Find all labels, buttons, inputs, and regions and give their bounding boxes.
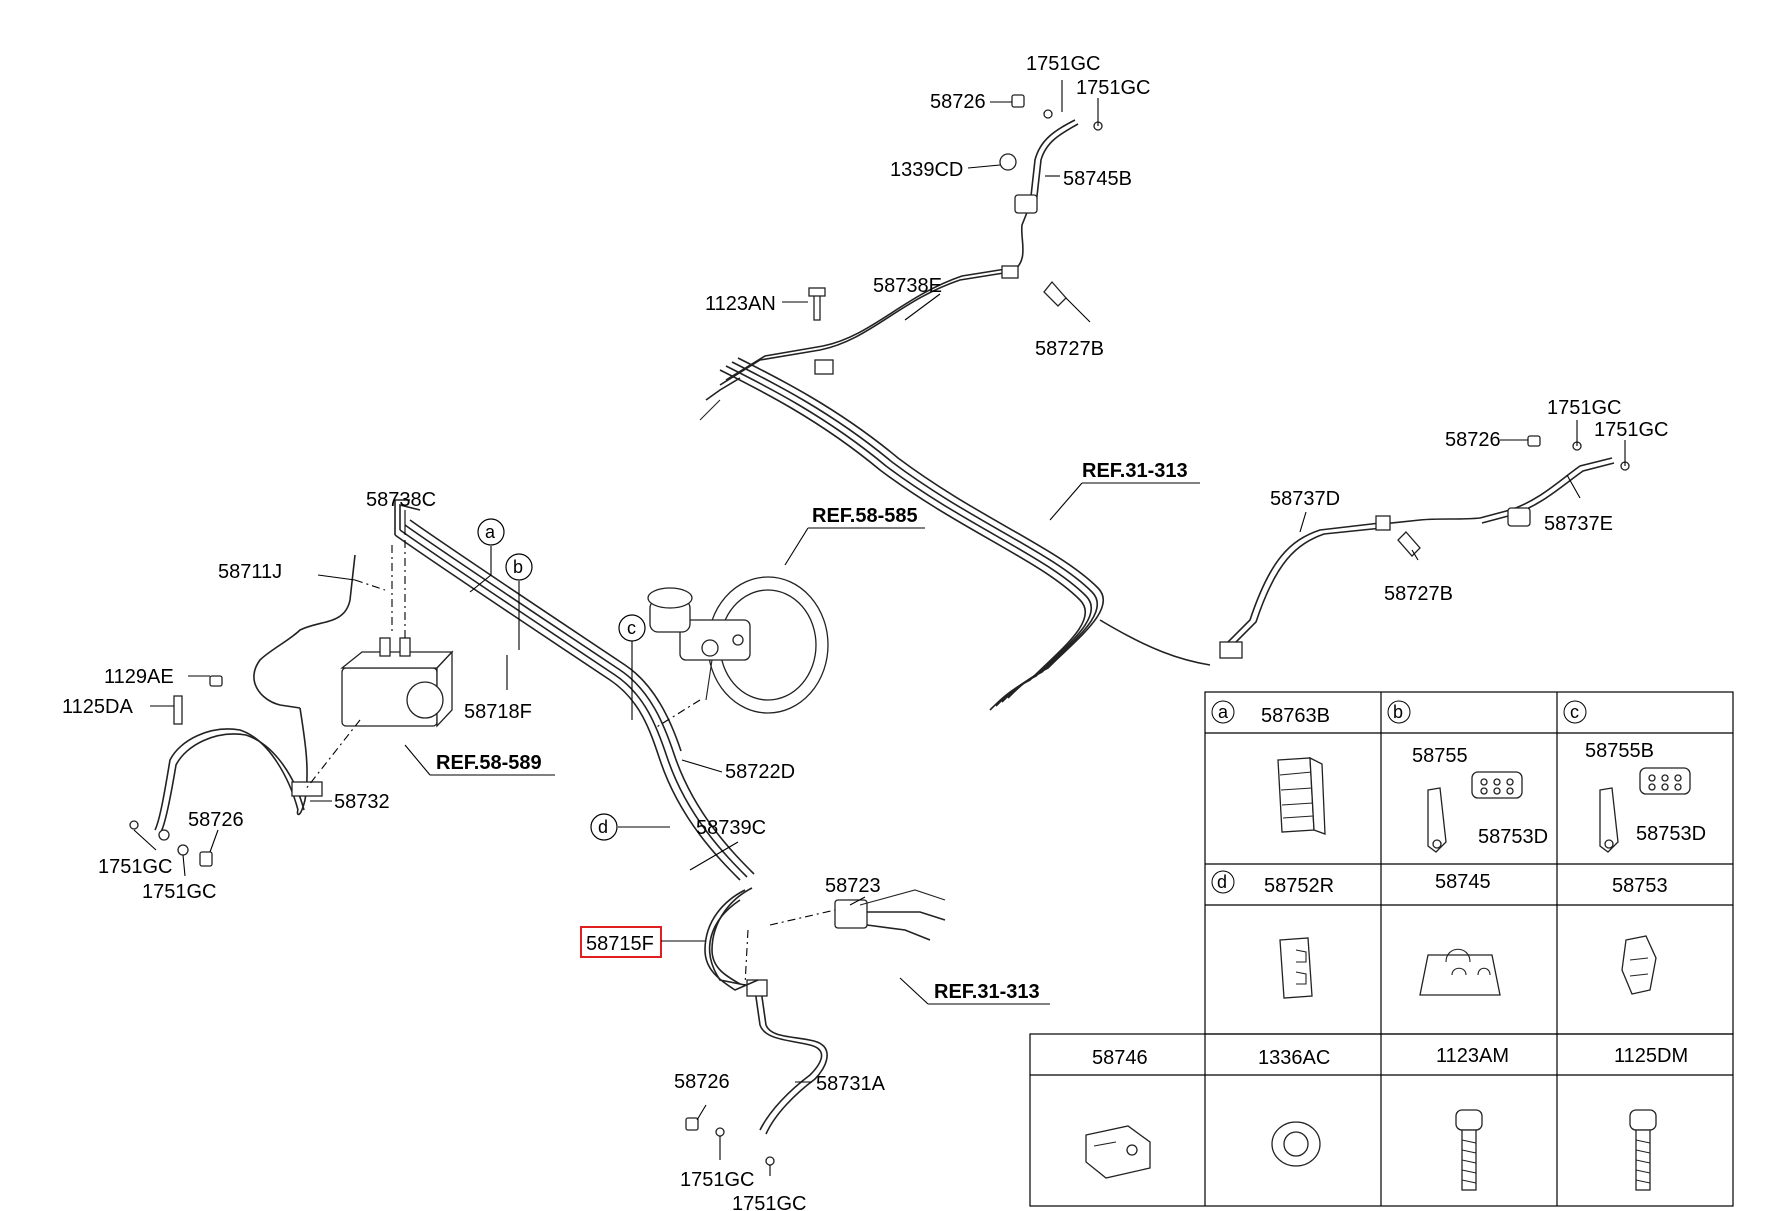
callout-58726-right: 58726 <box>1445 429 1501 451</box>
table-sub-58755: 58755 <box>1412 745 1468 767</box>
table-code-1125dm: 1125DM <box>1614 1045 1688 1067</box>
table-marker-a: a <box>1218 702 1229 722</box>
callout-1751gc-l1: 1751GC <box>98 856 173 878</box>
callout-1751gc-t2: 1751GC <box>1076 77 1151 99</box>
marker-d: d <box>598 817 608 837</box>
callout-58738e: 58738E <box>873 275 942 297</box>
pipe-58715f-loop <box>704 887 759 991</box>
table-marker-c: c <box>1570 702 1579 722</box>
clip-58753-icon <box>1621 935 1657 995</box>
table-code-58752r: 58752R <box>1264 875 1334 897</box>
callout-58722d: 58722D <box>725 761 795 783</box>
callout-58718f: 58718F <box>464 701 532 723</box>
circle-markers: a b c d <box>477 518 646 841</box>
table-code-1123am: 1123AM <box>1436 1045 1509 1067</box>
marker-leaders <box>469 546 670 828</box>
clip-58763b-icon <box>1277 756 1326 835</box>
callout-58745b: 58745B <box>1063 168 1132 190</box>
callout-58737e: 58737E <box>1544 513 1613 535</box>
callout-1123an: 1123AN <box>705 293 776 315</box>
bolt-1123am-icon <box>1455 1109 1483 1191</box>
callout-1751gc-b1: 1751GC <box>680 1169 755 1191</box>
clip-58746-icon <box>1085 1125 1151 1179</box>
dashed-leaders <box>304 540 836 986</box>
callout-1751gc-r1: 1751GC <box>1547 397 1622 419</box>
ref-31-313-top: REF.31-313 <box>1082 460 1188 482</box>
clip-58752r-icon <box>1279 937 1313 999</box>
callout-1129ae: 1129AE <box>104 666 174 688</box>
abs-module <box>340 637 454 728</box>
clip-58753d-c-icon <box>1639 767 1691 795</box>
hose-front-left <box>154 554 356 833</box>
callout-labels: 58726 1751GC 1751GC 1339CD 58745B 1123AN… <box>62 53 1669 1211</box>
nut-1336ac-icon <box>1271 1121 1321 1167</box>
brake-booster <box>647 576 829 714</box>
callout-58727b-right: 58727B <box>1384 583 1453 605</box>
table-code-58753: 58753 <box>1612 875 1668 897</box>
callout-58739c: 58739C <box>696 817 766 839</box>
callout-1751gc-l2: 1751GC <box>142 881 217 903</box>
callout-58727b-top: 58727B <box>1035 338 1104 360</box>
ref-58-589: REF.58-589 <box>436 752 542 774</box>
table-marker-b: b <box>1393 702 1403 722</box>
callout-1751gc-r2: 1751GC <box>1594 419 1669 441</box>
bracket-58755b-icon <box>1599 787 1619 853</box>
parts-table: a 58763B b c 58755 58753D 58755B 58753D <box>1029 691 1734 1207</box>
callout-58737d: 58737D <box>1270 488 1340 510</box>
table-marker-d: d <box>1217 872 1227 892</box>
callout-58715f: 58715F <box>586 933 654 955</box>
callout-58731a: 58731A <box>816 1073 886 1095</box>
connector-58723 <box>834 889 946 941</box>
callout-58726-top: 58726 <box>930 91 986 113</box>
table-code-58746: 58746 <box>1092 1047 1148 1069</box>
callout-1339cd: 1339CD <box>890 159 963 181</box>
callout-58738c: 58738C <box>366 489 436 511</box>
marker-b: b <box>513 557 523 577</box>
bracket-58755-icon <box>1427 787 1447 853</box>
callout-58711j: 58711J <box>218 561 282 583</box>
callout-58726-bottom: 58726 <box>674 1071 730 1093</box>
hose-rear-left <box>708 899 828 1135</box>
table-code-1336ac: 1336AC <box>1258 1047 1330 1069</box>
clip-58745-icon <box>1419 948 1501 996</box>
callout-58723: 58723 <box>825 875 881 897</box>
highlight-box-58715f <box>580 926 662 958</box>
pipe-bundle-rear <box>719 357 1211 711</box>
label-leaders <box>133 80 1626 1176</box>
fasteners <box>129 94 1630 1166</box>
callout-58726-left: 58726 <box>188 809 244 831</box>
hose-front-right <box>699 119 1079 421</box>
ref-58-585: REF.58-585 <box>812 505 918 527</box>
table-sub-58755b: 58755B <box>1585 740 1654 762</box>
ref-arrows <box>404 482 1200 1005</box>
table-sub-58753d-c: 58753D <box>1636 823 1706 845</box>
hose-rear-right <box>1219 457 1615 659</box>
clip-58753d-icon <box>1471 771 1523 799</box>
callout-58732: 58732 <box>334 791 390 813</box>
ref-labels: REF.31-313 REF.58-585 REF.58-589 REF.31-… <box>436 460 1188 1003</box>
table-code-58745: 58745 <box>1435 871 1491 893</box>
marker-c: c <box>627 618 636 638</box>
callout-1751gc-b2: 1751GC <box>732 1193 807 1211</box>
table-code-58763b: 58763B <box>1261 705 1330 727</box>
marker-a: a <box>485 522 496 542</box>
callout-1125da: 1125DA <box>62 696 133 718</box>
table-sub-58753d-b: 58753D <box>1478 826 1548 848</box>
ref-31-313-bottom: REF.31-313 <box>934 981 1040 1003</box>
callout-1751gc-t1: 1751GC <box>1026 53 1101 75</box>
bolt-1125dm-icon <box>1629 1109 1657 1191</box>
